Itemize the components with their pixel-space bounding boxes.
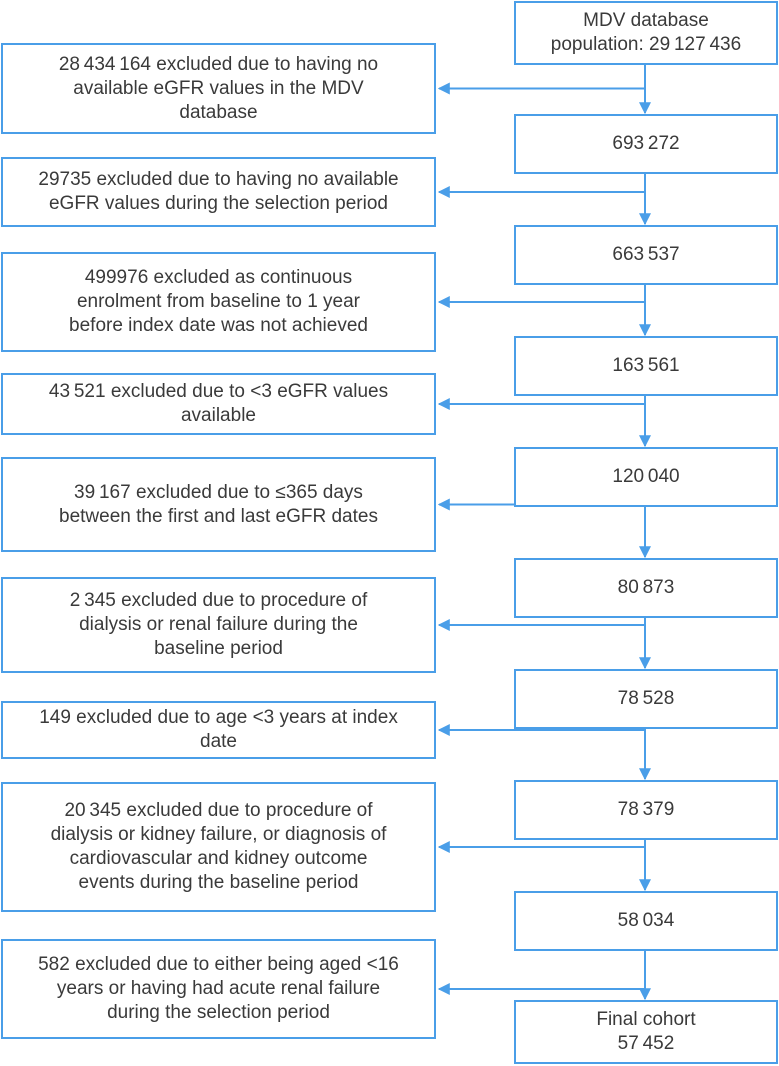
exclusion-text-line: baseline period bbox=[154, 638, 283, 659]
exclusion-text-line: available eGFR values in the MDV bbox=[73, 77, 364, 99]
stage-box-7: 78 379 bbox=[514, 780, 778, 840]
exclusion-text-line: 582 excluded due to either being aged <1… bbox=[38, 954, 399, 975]
stage-box-2: 663 537 bbox=[514, 225, 778, 285]
exclusion-text-line: 39 167 excluded due to ≤365 days bbox=[74, 481, 363, 503]
stage-count: 78 528 bbox=[617, 688, 675, 709]
stage-box-3: 163 561 bbox=[514, 336, 778, 396]
stage-count: 663 537 bbox=[612, 244, 680, 265]
exclusion-text-line: before index date was not achieved bbox=[69, 315, 368, 336]
exclusion-box-8: 20 345 excluded due to procedure of dialy… bbox=[1, 782, 436, 912]
stage-box-6: 78 528 bbox=[514, 669, 778, 729]
stage-box-8: 58 034 bbox=[514, 891, 778, 951]
exclusion-text-line: 20 345 excluded due to procedure of bbox=[64, 800, 373, 821]
exclusion-text-line: during the selection period bbox=[107, 1002, 330, 1023]
stage-text-line: 57 452 bbox=[617, 1033, 675, 1054]
exclusion-text-line: 29735 excluded due to having no availabl… bbox=[38, 169, 399, 190]
stage-box-1: 693 272 bbox=[514, 114, 778, 174]
exclusion-text-line: dialysis or renal failure during the bbox=[79, 614, 358, 635]
exclusion-box-4: 43 521 excluded due to <3 eGFR values ava… bbox=[1, 373, 436, 435]
exclusion-text-line: eGFR values during the selection period bbox=[48, 193, 388, 214]
exclusion-text-line: available bbox=[180, 405, 256, 426]
stage-count: 80 873 bbox=[617, 577, 675, 598]
exclusion-text-line: events during the baseline period bbox=[78, 872, 359, 893]
exclusion-text-line: date bbox=[200, 731, 237, 752]
stage-count: 693 272 bbox=[612, 133, 680, 154]
exclusion-text-line: 149 excluded due to age <3 years at inde… bbox=[39, 707, 398, 728]
exclusion-text-line: 2 345 excluded due to procedure of bbox=[69, 590, 368, 611]
exclusion-text-line: between the first and last eGFR dates bbox=[59, 505, 378, 527]
exclusion-text-line: dialysis or kidney failure, or diagnosis… bbox=[50, 824, 387, 845]
stage-box-5: 80 873 bbox=[514, 558, 778, 618]
exclusion-text-line: database bbox=[179, 101, 258, 123]
exclusion-box-6: 2 345 excluded due to procedure of dialys… bbox=[1, 577, 436, 673]
stage-box-4: 120 040 bbox=[514, 447, 778, 507]
exclusion-text-line: enrolment from baseline to 1 year bbox=[76, 291, 361, 312]
exclusion-text-line: cardiovascular and kidney outcome bbox=[69, 848, 368, 869]
stage-count: 163 561 bbox=[612, 355, 680, 376]
exclusion-box-9: 582 excluded due to either being aged <1… bbox=[1, 939, 436, 1039]
stage-count: 78 379 bbox=[617, 799, 675, 820]
stage-text-line: Final cohort bbox=[596, 1009, 696, 1030]
stage-text-line: MDV database bbox=[583, 10, 709, 31]
stage-text-line: population: 29 127 436 bbox=[550, 34, 742, 55]
exclusion-text-line: 28 434 164 excluded due to having no bbox=[58, 53, 379, 75]
exclusion-box-7: 149 excluded due to age <3 years at inde… bbox=[1, 701, 436, 759]
stage-count: 58 034 bbox=[617, 910, 675, 931]
exclusion-text-line: 499976 excluded as continuous bbox=[84, 267, 353, 288]
exclusion-text-line: 43 521 excluded due to <3 eGFR values bbox=[48, 381, 389, 402]
stage-box-final-cohort: Final cohort 57 452 bbox=[514, 1000, 778, 1064]
exclusion-text-line: years or having had acute renal failure bbox=[56, 978, 381, 999]
exclusion-box-2: 29735 excluded due to having no availabl… bbox=[1, 157, 436, 227]
stage-count: 120 040 bbox=[612, 466, 680, 487]
exclusion-box-3: 499976 excluded as continuous enrolment f… bbox=[1, 252, 436, 352]
stage-box-mdv-database: MDV database population: 29 127 436 bbox=[514, 1, 778, 65]
